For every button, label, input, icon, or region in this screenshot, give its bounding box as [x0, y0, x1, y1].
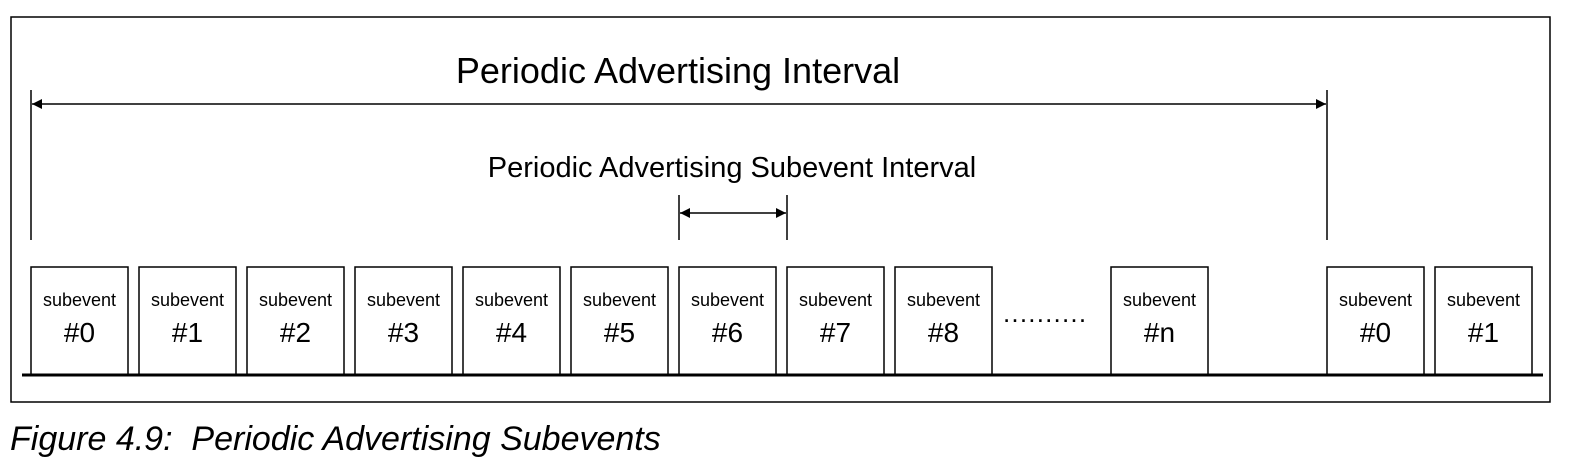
- subevent-word: subevent: [151, 290, 224, 310]
- subevent-word: subevent: [691, 290, 764, 310]
- subevent-box: subevent #1: [138, 266, 237, 376]
- subevent-number: #1: [1468, 317, 1499, 348]
- subevent-box: subevent #0: [30, 266, 129, 376]
- subevent-number: #4: [496, 317, 527, 348]
- subevent-word: subevent: [43, 290, 116, 310]
- subevent-number: #5: [604, 317, 635, 348]
- subevent-word: subevent: [583, 290, 656, 310]
- subevent-word: subevent: [475, 290, 548, 310]
- subevent-box: subevent #5: [570, 266, 669, 376]
- subevent-number: #1: [172, 317, 203, 348]
- figure-caption: Figure 4.9: Periodic Advertising Subeven…: [10, 420, 661, 458]
- subevent-number: #2: [280, 317, 311, 348]
- subevent-number: #3: [388, 317, 419, 348]
- subevent-row: subevent #0 subevent #1 subevent #2 sube…: [30, 266, 1533, 376]
- subevent-word: subevent: [799, 290, 872, 310]
- subevent-box: subevent #8: [894, 266, 993, 376]
- subevent-interval-label: Periodic Advertising Subevent Interval: [488, 152, 976, 184]
- interval-label: Periodic Advertising Interval: [456, 50, 900, 91]
- subevent-number: #7: [820, 317, 851, 348]
- subevent-box: subevent #3: [354, 266, 453, 376]
- subevent-word: subevent: [1447, 290, 1520, 310]
- subevent-number: #0: [64, 317, 95, 348]
- subevent-box: subevent #0: [1326, 266, 1425, 376]
- subevent-number: #n: [1144, 317, 1175, 348]
- ellipsis: ..........: [1003, 298, 1087, 328]
- subevent-box: subevent #n: [1110, 266, 1209, 376]
- subevent-box: subevent #1: [1434, 266, 1533, 376]
- subevent-box: subevent #2: [246, 266, 345, 376]
- subevent-box: subevent #7: [786, 266, 885, 376]
- subevent-word: subevent: [259, 290, 332, 310]
- subevent-box: subevent #6: [678, 266, 777, 376]
- subevent-word: subevent: [367, 290, 440, 310]
- subevent-number: #8: [928, 317, 959, 348]
- subevent-number: #0: [1360, 317, 1391, 348]
- subevent-box: subevent #4: [462, 266, 561, 376]
- subevent-word: subevent: [1123, 290, 1196, 310]
- subevent-word: subevent: [1339, 290, 1412, 310]
- diagram-border: [10, 16, 1551, 403]
- subevent-number: #6: [712, 317, 743, 348]
- subevent-word: subevent: [907, 290, 980, 310]
